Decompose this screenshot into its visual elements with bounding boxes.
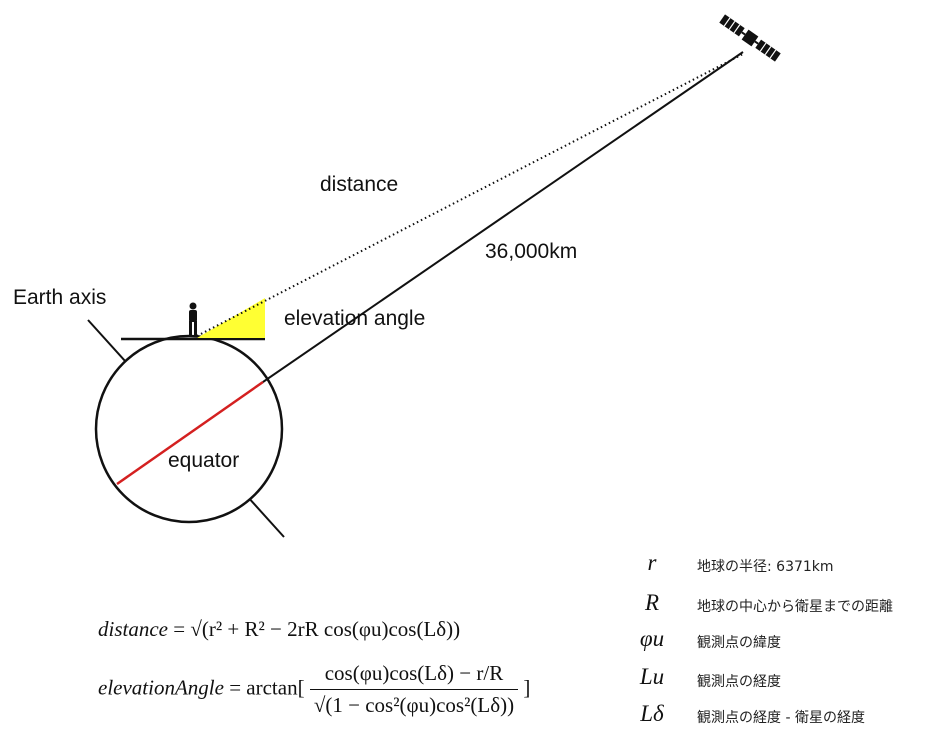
elevation-fraction: cos(φu)cos(Lδ) − r/R √(1 − cos²(φu)cos²(… bbox=[309, 661, 519, 718]
equator-label: equator bbox=[168, 449, 240, 472]
elevation-angle-wedge bbox=[197, 298, 265, 338]
range-label: 36,000km bbox=[485, 240, 578, 263]
legend-desc: 地球の中心から衛星までの距離 bbox=[697, 599, 893, 615]
elevation-formula-lhs: elevationAngle bbox=[98, 675, 224, 700]
legend-symbol: φu bbox=[639, 626, 665, 651]
distance-formula-rhs: = √(r² + R² − 2rR cos(φu)cos(Lδ)) bbox=[173, 617, 461, 641]
legend-symbol: Lδ bbox=[640, 701, 664, 726]
elevation-formula: elevationAngle = arctan[ cos(φu)cos(Lδ) … bbox=[98, 661, 530, 718]
equator-line bbox=[116, 380, 264, 486]
elevation-numerator: cos(φu)cos(Lδ) − r/R bbox=[309, 661, 519, 690]
legend-desc: 観測点の経度 - 衛星の経度 bbox=[697, 710, 865, 726]
distance-label: distance bbox=[320, 173, 399, 196]
elevation-formula-prefix: = arctan[ bbox=[229, 675, 305, 700]
earth-circle bbox=[94, 334, 284, 524]
elevation-denominator: √(1 − cos²(φu)cos²(Lδ)) bbox=[313, 693, 515, 717]
legend-symbol: Lu bbox=[639, 664, 665, 689]
elevation-angle-label: elevation angle bbox=[284, 307, 426, 330]
distance-line bbox=[196, 53, 744, 337]
distance-formula: distance = √(r² + R² − 2rR cos(φu)cos(Lδ… bbox=[98, 617, 460, 642]
legend-desc: 観測点の経度 bbox=[697, 674, 781, 690]
center-to-satellite-line bbox=[262, 51, 744, 383]
satellite-icon bbox=[719, 14, 781, 62]
distance-formula-lhs: distance bbox=[98, 617, 168, 641]
legend-symbol: R bbox=[644, 590, 660, 615]
earth-axis-label: Earth axis bbox=[13, 286, 107, 309]
legend-desc: 観測点の緯度 bbox=[697, 635, 781, 651]
person-icon bbox=[189, 302, 197, 337]
legend-desc: 地球の半径: 6371km bbox=[697, 559, 834, 575]
elevation-formula-suffix: ] bbox=[523, 675, 531, 700]
legend-symbol: r bbox=[647, 550, 657, 575]
